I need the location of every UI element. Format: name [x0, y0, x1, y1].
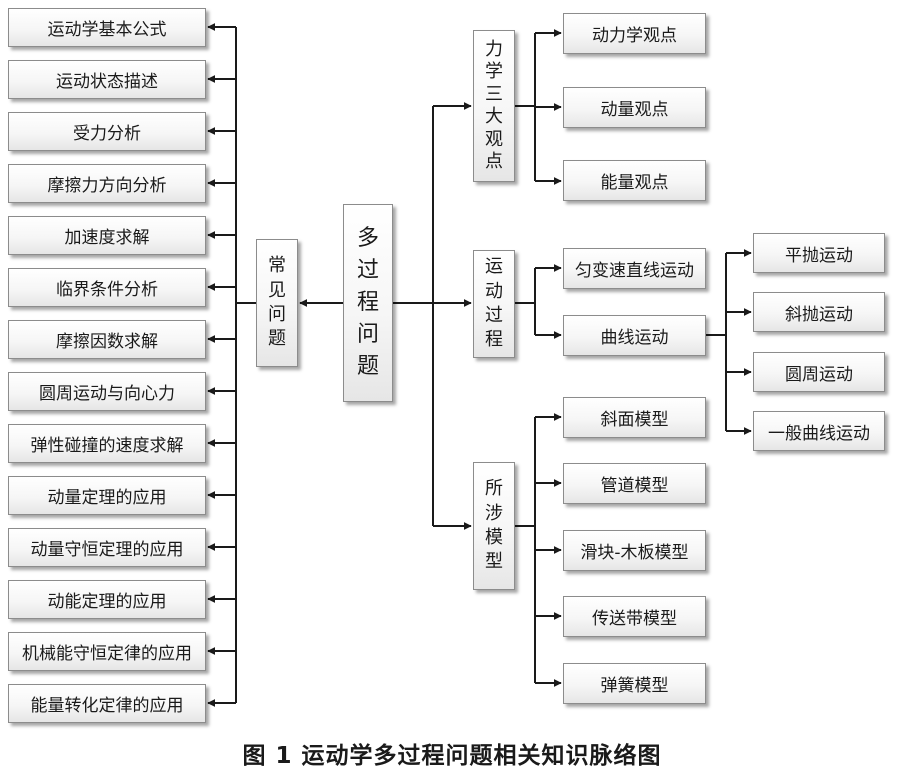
problem-item: 临界条件分析 [8, 268, 206, 307]
problem-item: 圆周运动与向心力 [8, 372, 206, 411]
problem-item: 受力分析 [8, 112, 206, 151]
root-char: 多 [356, 226, 379, 252]
root-char: 程 [356, 290, 379, 316]
curve-item: 斜抛运动 [753, 292, 885, 332]
motion-process-char: 运 [485, 256, 503, 278]
common-problems-node: 常 见 问 题 [256, 239, 298, 367]
model-item: 传送带模型 [563, 596, 706, 637]
root-node-multi-process-problems: 多 过 程 问 题 [343, 204, 393, 402]
curve-item: 圆周运动 [753, 352, 885, 392]
three-views-char: 学 [485, 61, 503, 82]
motion-item: 曲线运动 [563, 315, 706, 356]
problem-item: 运动状态描述 [8, 60, 206, 99]
models-char: 所 [485, 478, 503, 500]
motion-item: 匀变速直线运动 [563, 248, 706, 289]
view-item: 能量观点 [563, 160, 706, 201]
problem-item: 动能定理的应用 [8, 580, 206, 619]
problem-item: 摩擦力方向分析 [8, 164, 206, 203]
problem-item: 弹性碰撞的速度求解 [8, 424, 206, 463]
curve-item: 平抛运动 [753, 233, 885, 273]
models-char: 型 [485, 551, 503, 573]
three-views-char: 力 [485, 38, 503, 60]
motion-process-char: 过 [485, 305, 503, 326]
models-node: 所 涉 模 型 [473, 462, 515, 590]
three-views-node: 力 学 三 大 观 点 [473, 30, 515, 182]
root-char: 问 [356, 321, 379, 347]
view-item: 动力学观点 [563, 13, 706, 54]
curve-item: 一般曲线运动 [753, 411, 885, 451]
models-char: 涉 [485, 502, 503, 524]
root-char: 过 [356, 258, 379, 284]
figure-caption: 图 1 运动学多过程问题相关知识脉络图 [242, 743, 662, 769]
models-char: 模 [485, 527, 503, 548]
problem-item: 加速度求解 [8, 216, 206, 255]
common-problems-char: 问 [268, 304, 286, 325]
model-item: 斜面模型 [563, 397, 706, 438]
view-item: 动量观点 [563, 87, 706, 128]
three-views-char: 点 [485, 151, 503, 172]
problem-item: 能量转化定律的应用 [8, 684, 206, 723]
model-item: 滑块-木板模型 [563, 530, 706, 571]
common-problems-char: 见 [268, 279, 286, 301]
problem-item: 摩擦因数求解 [8, 320, 206, 359]
three-views-char: 大 [485, 106, 503, 127]
motion-process-char: 程 [485, 329, 503, 351]
model-item: 管道模型 [563, 463, 706, 504]
motion-process-char: 动 [485, 280, 503, 302]
three-views-char: 三 [485, 83, 503, 105]
problem-item: 机械能守恒定律的应用 [8, 632, 206, 671]
common-problems-char: 题 [268, 328, 286, 350]
connector-lines [207, 23, 752, 707]
three-views-char: 观 [485, 128, 503, 150]
problem-item: 动量守恒定理的应用 [8, 528, 206, 567]
problem-item: 运动学基本公式 [8, 8, 206, 47]
problem-item: 动量定理的应用 [8, 476, 206, 515]
common-problems-char: 常 [268, 255, 286, 277]
root-char: 题 [356, 353, 379, 379]
motion-process-node: 运 动 过 程 [473, 250, 515, 358]
model-item: 弹簧模型 [563, 663, 706, 704]
